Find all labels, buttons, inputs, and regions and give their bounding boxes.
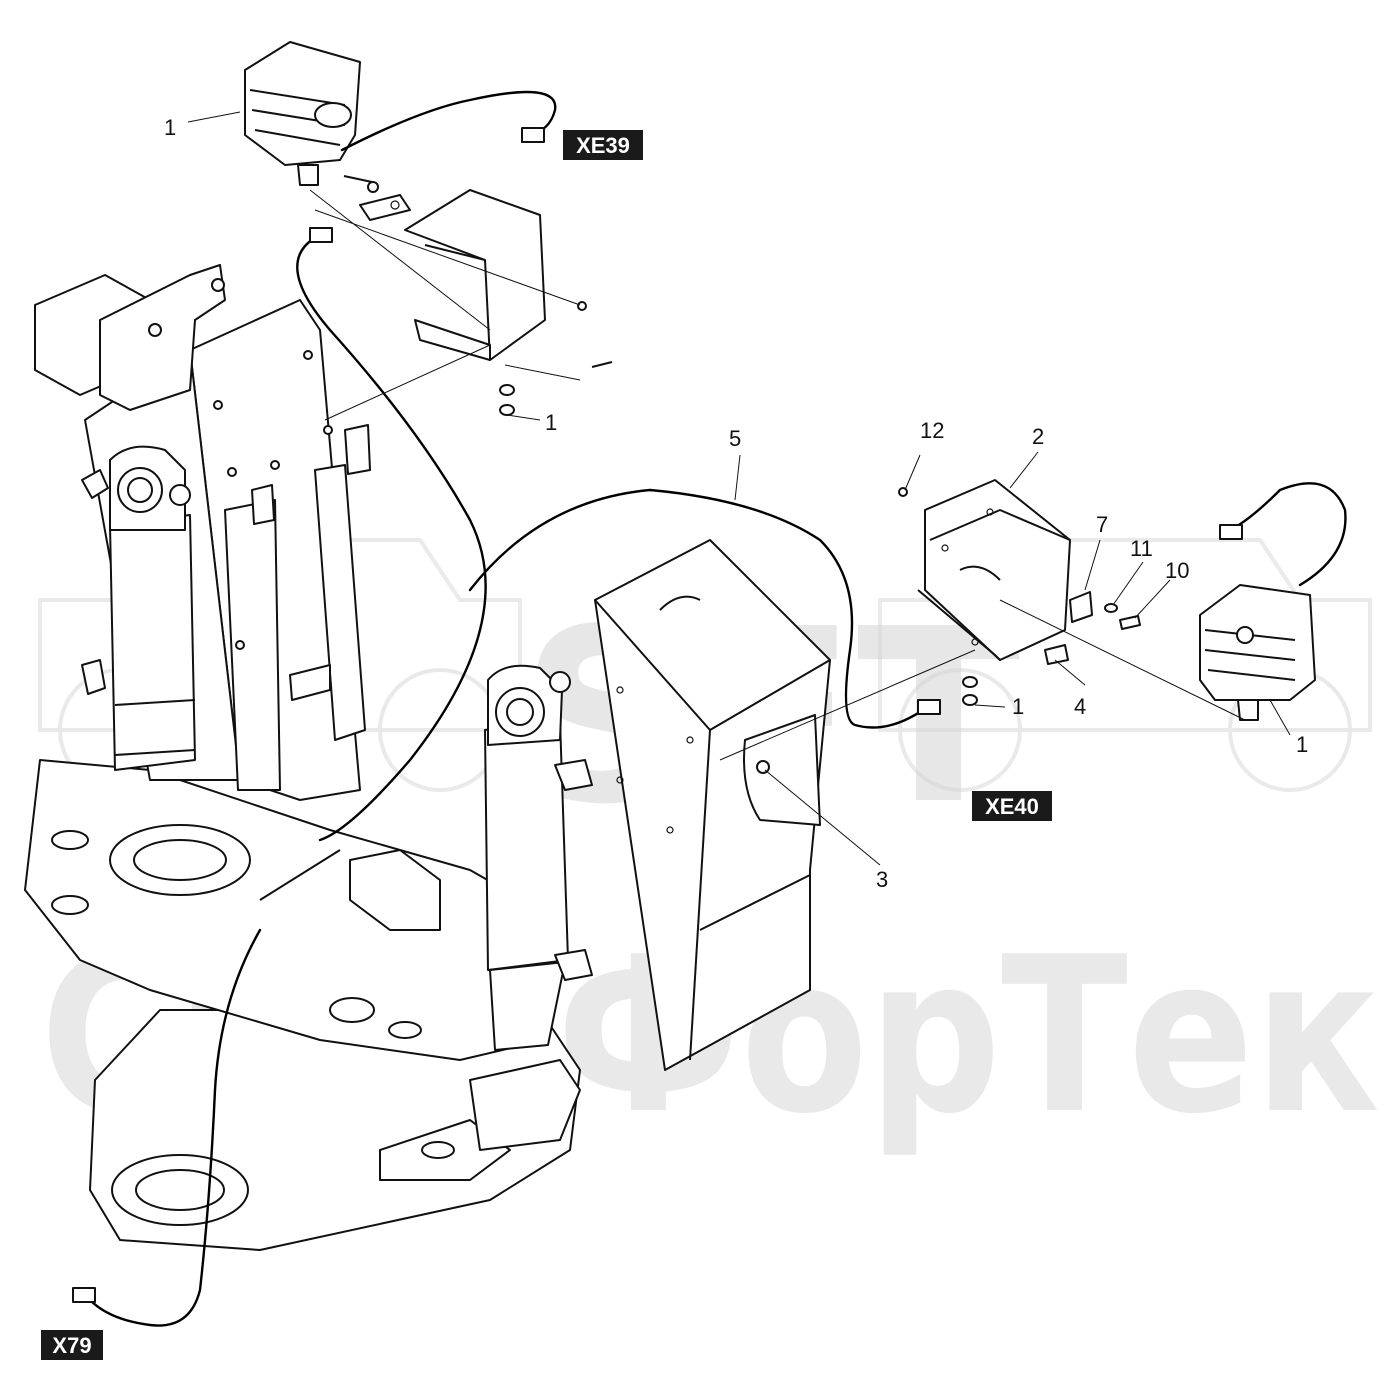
callout-bolt-small: 10 (1165, 558, 1189, 583)
top-lamp-bracket (343, 175, 613, 416)
callout-nuts-right: 1 (1012, 694, 1024, 719)
connector-label-x79: X79 (41, 1330, 103, 1360)
callout-plate: 7 (1096, 512, 1108, 537)
callout-lamp-top: 1 (164, 115, 176, 140)
callout-bracket: 2 (1032, 424, 1044, 449)
top-bracket-left (34, 264, 226, 411)
callout-washer: 11 (1130, 536, 1153, 561)
callout-nut-plate: 3 (876, 867, 888, 892)
connector-plug-top (521, 127, 545, 143)
right-hydraulic-cylinder (484, 664, 593, 1051)
callout-nuts-top: 1 (545, 410, 557, 435)
left-hydraulic-cylinder (81, 445, 196, 771)
callout-screw-small: 12 (920, 418, 944, 443)
connector-label-xe39-text: XE39 (576, 133, 630, 158)
callout-bolt: 4 (1074, 694, 1086, 719)
articulation-frame (89, 1009, 581, 1251)
cables (72, 90, 1347, 1327)
connector-label-xe39: XE39 (563, 130, 643, 160)
upper-frame-plate (24, 759, 546, 1061)
callout-lamp-right: 1 (1296, 732, 1308, 757)
right-work-lamp (1199, 584, 1316, 721)
callouts: 1 1 5 12 2 7 11 10 1 4 1 3 (164, 115, 1308, 892)
top-work-lamp (244, 41, 361, 186)
connector-label-xe40-text: XE40 (985, 794, 1039, 819)
side-hood (594, 539, 831, 1071)
right-lamp-bracket (898, 479, 1141, 706)
connector-label-xe40: XE40 (972, 791, 1052, 821)
watermark-tractor-right-icon (878, 538, 1372, 792)
connector-label-x79-text: X79 (52, 1333, 91, 1358)
callout-cable: 5 (729, 426, 741, 451)
leader-lines (187, 111, 1291, 866)
